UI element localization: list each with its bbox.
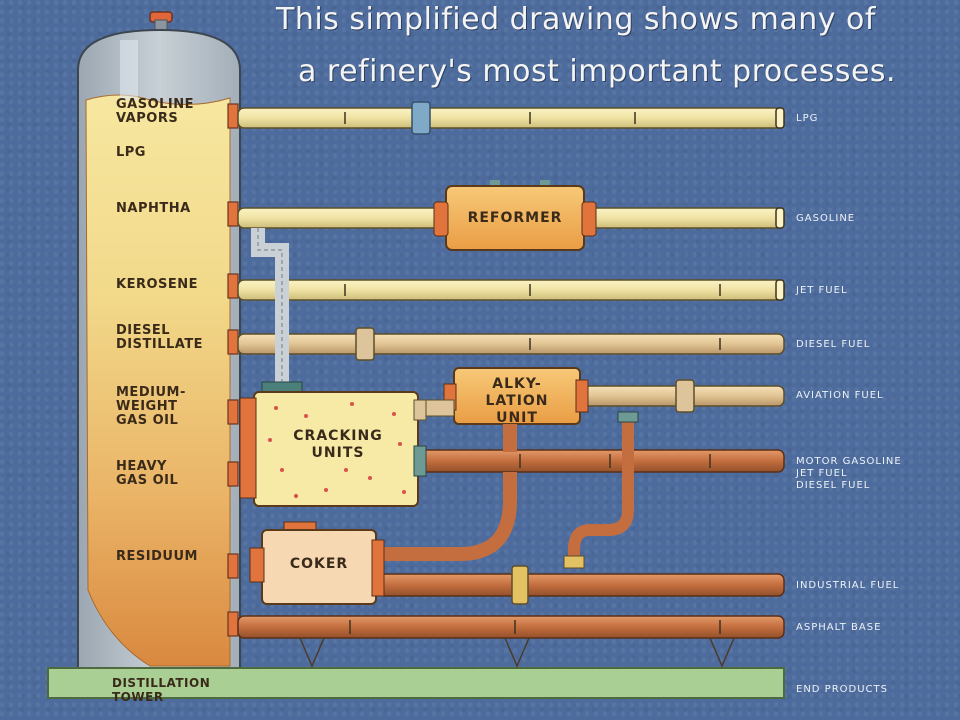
valve-lpg	[411, 101, 431, 135]
fraction-medium-gas-oil: MEDIUM- WEIGHT GAS OIL	[116, 385, 186, 428]
title-line-2: a refinery's most important processes.	[298, 54, 897, 89]
coker-label: COKER	[289, 556, 349, 572]
alky-gasoline-riser	[568, 412, 634, 566]
output-gasoline: GASOLINE	[796, 213, 856, 224]
fraction-residuum: RESIDUUM	[116, 549, 198, 564]
output-aviation-fuel: AVIATION FUEL	[796, 390, 884, 401]
tower-liquid	[85, 94, 231, 667]
pipe-industrial-fuel	[377, 573, 785, 597]
fraction-gasoline-vapors: GASOLINE VAPORS	[116, 97, 195, 126]
pipe-motor-gasoline	[419, 449, 785, 473]
pipe-supports	[299, 637, 735, 668]
output-diesel-fuel: DIESEL FUEL	[796, 339, 871, 350]
distillation-tower-label: DISTILLATION TOWER	[112, 676, 211, 704]
pipe-joints	[344, 112, 721, 634]
alkylation-unit	[419, 367, 589, 425]
fraction-lpg: LPG	[116, 145, 146, 160]
output-caps	[775, 107, 785, 301]
fraction-kerosene: KEROSENE	[116, 277, 199, 292]
output-industrial-fuel: INDUSTRIAL FUEL	[796, 580, 900, 591]
distillation-tower	[77, 28, 241, 671]
ground-base	[47, 667, 785, 699]
tower-pipe-stubs	[227, 103, 239, 637]
output-asphalt-base: ASPHALT BASE	[796, 622, 882, 633]
valve-industrial	[511, 565, 529, 605]
valve-diesel	[355, 327, 375, 361]
pipe-asphalt-base	[237, 615, 785, 639]
title-line-1: This simplified drawing shows many of	[276, 2, 876, 37]
pipe-jet-fuel	[237, 279, 785, 301]
output-motor-gasoline: MOTOR GASOLINE JET FUEL DIESEL FUEL	[796, 456, 902, 491]
coker-unit	[249, 521, 385, 605]
pipe-diesel-fuel	[237, 333, 785, 355]
alkylation-label: ALKY- LATION UNIT	[485, 376, 549, 426]
fraction-heavy-gas-oil: HEAVY GAS OIL	[116, 459, 179, 488]
output-lpg: LPG	[796, 113, 819, 124]
pipe-lpg	[237, 107, 785, 129]
reformer-label: REFORMER	[467, 210, 563, 226]
fraction-diesel-distillate: DIESEL DISTILLATE	[116, 323, 204, 352]
output-jet-fuel: JET FUEL	[796, 285, 848, 296]
cracking-label: CRACKING UNITS	[293, 428, 383, 461]
output-end-products: END PRODUCTS	[796, 684, 888, 695]
valve-aviation	[675, 379, 695, 413]
cracking-to-coker-pipe	[380, 472, 517, 561]
cracking-unit	[239, 391, 427, 507]
reformer-unit	[433, 180, 597, 251]
fraction-naphtha: NAPHTHA	[116, 201, 191, 216]
tower-cap	[149, 11, 173, 31]
naphtha-downpipe	[251, 228, 289, 390]
